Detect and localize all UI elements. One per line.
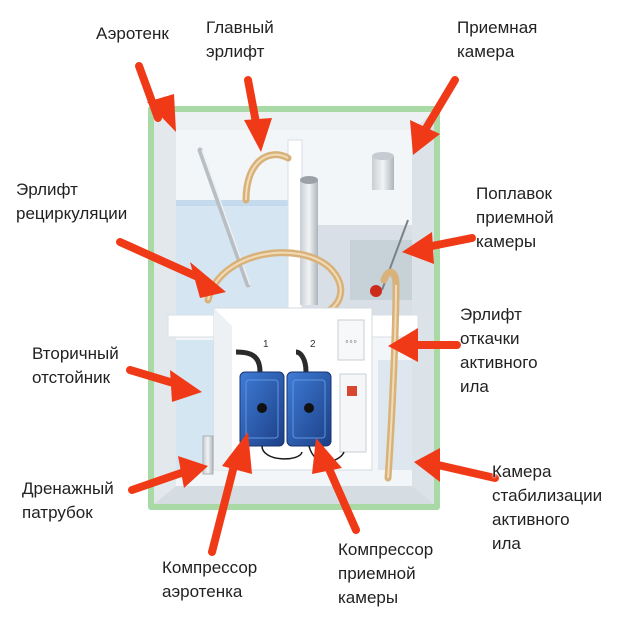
recirculation-airlift-hose <box>204 249 345 319</box>
arrow-sludge-airlift <box>388 328 461 362</box>
arrow-secondary-settler <box>126 366 202 402</box>
arrow-receiving-float <box>402 232 476 264</box>
main-airlift-hose <box>242 151 292 204</box>
label-main-airlift: Главный эрлифт <box>206 18 274 61</box>
arrow-receiving-compressor <box>312 438 360 534</box>
arrow-main-airlift <box>244 76 272 152</box>
compressor-1-number: 1 <box>263 339 269 350</box>
label-receiving-chamber: Приемная камера <box>457 18 538 61</box>
label-aerotank-compressor: Компрессор аэротенка <box>162 558 258 601</box>
compressor-2-number: 2 <box>310 339 316 350</box>
control-box-label: o o o <box>345 339 356 345</box>
label-sludge-airlift: Эрлифт откачки активного ила <box>460 305 538 396</box>
arrow-aerotank <box>135 62 176 132</box>
label-aerotank: Аэротенк <box>96 24 169 43</box>
label-receiving-compressor: Компрессор приемной камеры <box>338 540 434 607</box>
arrow-receiving-chamber <box>410 76 459 155</box>
arrow-drain-pipe <box>128 456 208 494</box>
arrow-stabilization-chamber <box>414 448 499 482</box>
receiving-chamber-compressor <box>286 371 332 447</box>
compressor-hoses <box>235 349 309 373</box>
label-secondary-settler: Вторичный отстойник <box>32 344 119 387</box>
inlet-pipe <box>300 176 318 305</box>
aerotank-water <box>176 200 288 315</box>
label-recirculation-airlift: Эрлифт рециркуляции <box>16 180 128 223</box>
label-drain-pipe: Дренажный патрубок <box>22 479 114 522</box>
control-box <box>337 319 365 361</box>
arrow-aerotank-compressor <box>208 432 252 556</box>
drain-pipe <box>202 435 214 475</box>
vent-cylinder <box>372 152 394 190</box>
arrow-recirculation-airlift <box>116 238 226 298</box>
sludge-airlift-hose <box>380 268 400 482</box>
electrical-unit <box>339 373 367 453</box>
label-stabilization-chamber: Камера стабилизации активного ила <box>492 462 603 553</box>
label-receiving-float: Поплавок приемной камеры <box>476 184 554 251</box>
